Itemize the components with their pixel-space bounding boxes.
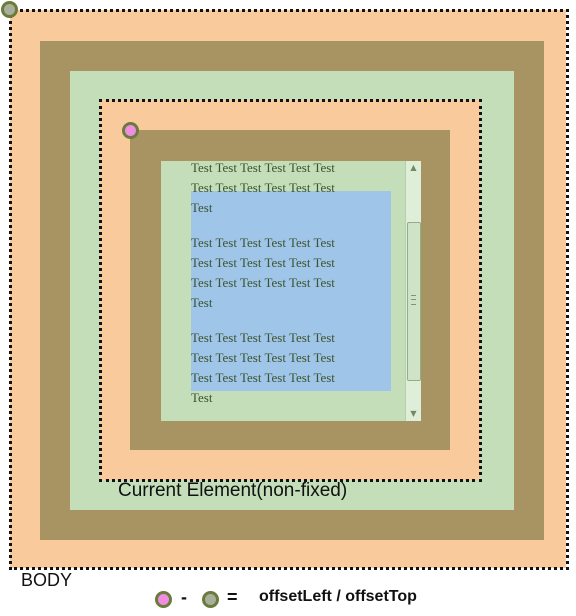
text-line: Test <box>191 390 213 405</box>
element-origin-marker-icon <box>122 122 139 139</box>
legend-text: offsetLeft / offsetTop <box>259 588 417 605</box>
current-element-label: Current Element(non-fixed) <box>118 480 348 501</box>
text-line: Test <box>191 295 213 310</box>
element-content-area <box>191 191 391 391</box>
text-line: Test Test Test Test Test Test <box>191 330 335 345</box>
body-dotted-frame <box>9 9 569 570</box>
legend: - = offsetLeft / offsetTop <box>155 587 455 611</box>
legend-minus-sign: - <box>181 587 187 607</box>
text-line: Test <box>191 200 213 215</box>
text-line: Test Test Test Test Test Test <box>191 160 335 175</box>
legend-equals-sign: = <box>227 587 238 607</box>
body-origin-marker-icon <box>1 1 18 18</box>
text-line: Test Test Test Test Test Test <box>191 180 335 195</box>
scroll-up-arrow-icon[interactable]: ▲ <box>410 163 417 172</box>
text-line: Test Test Test Test Test Test <box>191 275 335 290</box>
scroll-down-arrow-icon[interactable]: ▼ <box>410 409 417 418</box>
scrollbar-thumb[interactable] <box>407 222 421 381</box>
text-line: Test Test Test Test Test Test <box>191 255 335 270</box>
text-line: Test Test Test Test Test Test <box>191 235 335 250</box>
vertical-scrollbar[interactable]: ▲ ▼ <box>405 161 421 421</box>
legend-body-marker-icon <box>202 591 219 608</box>
scroll-grip-icon <box>411 295 416 305</box>
body-label: BODY <box>21 570 73 590</box>
legend-element-marker-icon <box>155 591 172 608</box>
element-dotted-frame <box>99 99 482 482</box>
text-line: Test Test Test Test Test Test <box>191 370 335 385</box>
text-line: Test Test Test Test Test Test <box>191 350 335 365</box>
